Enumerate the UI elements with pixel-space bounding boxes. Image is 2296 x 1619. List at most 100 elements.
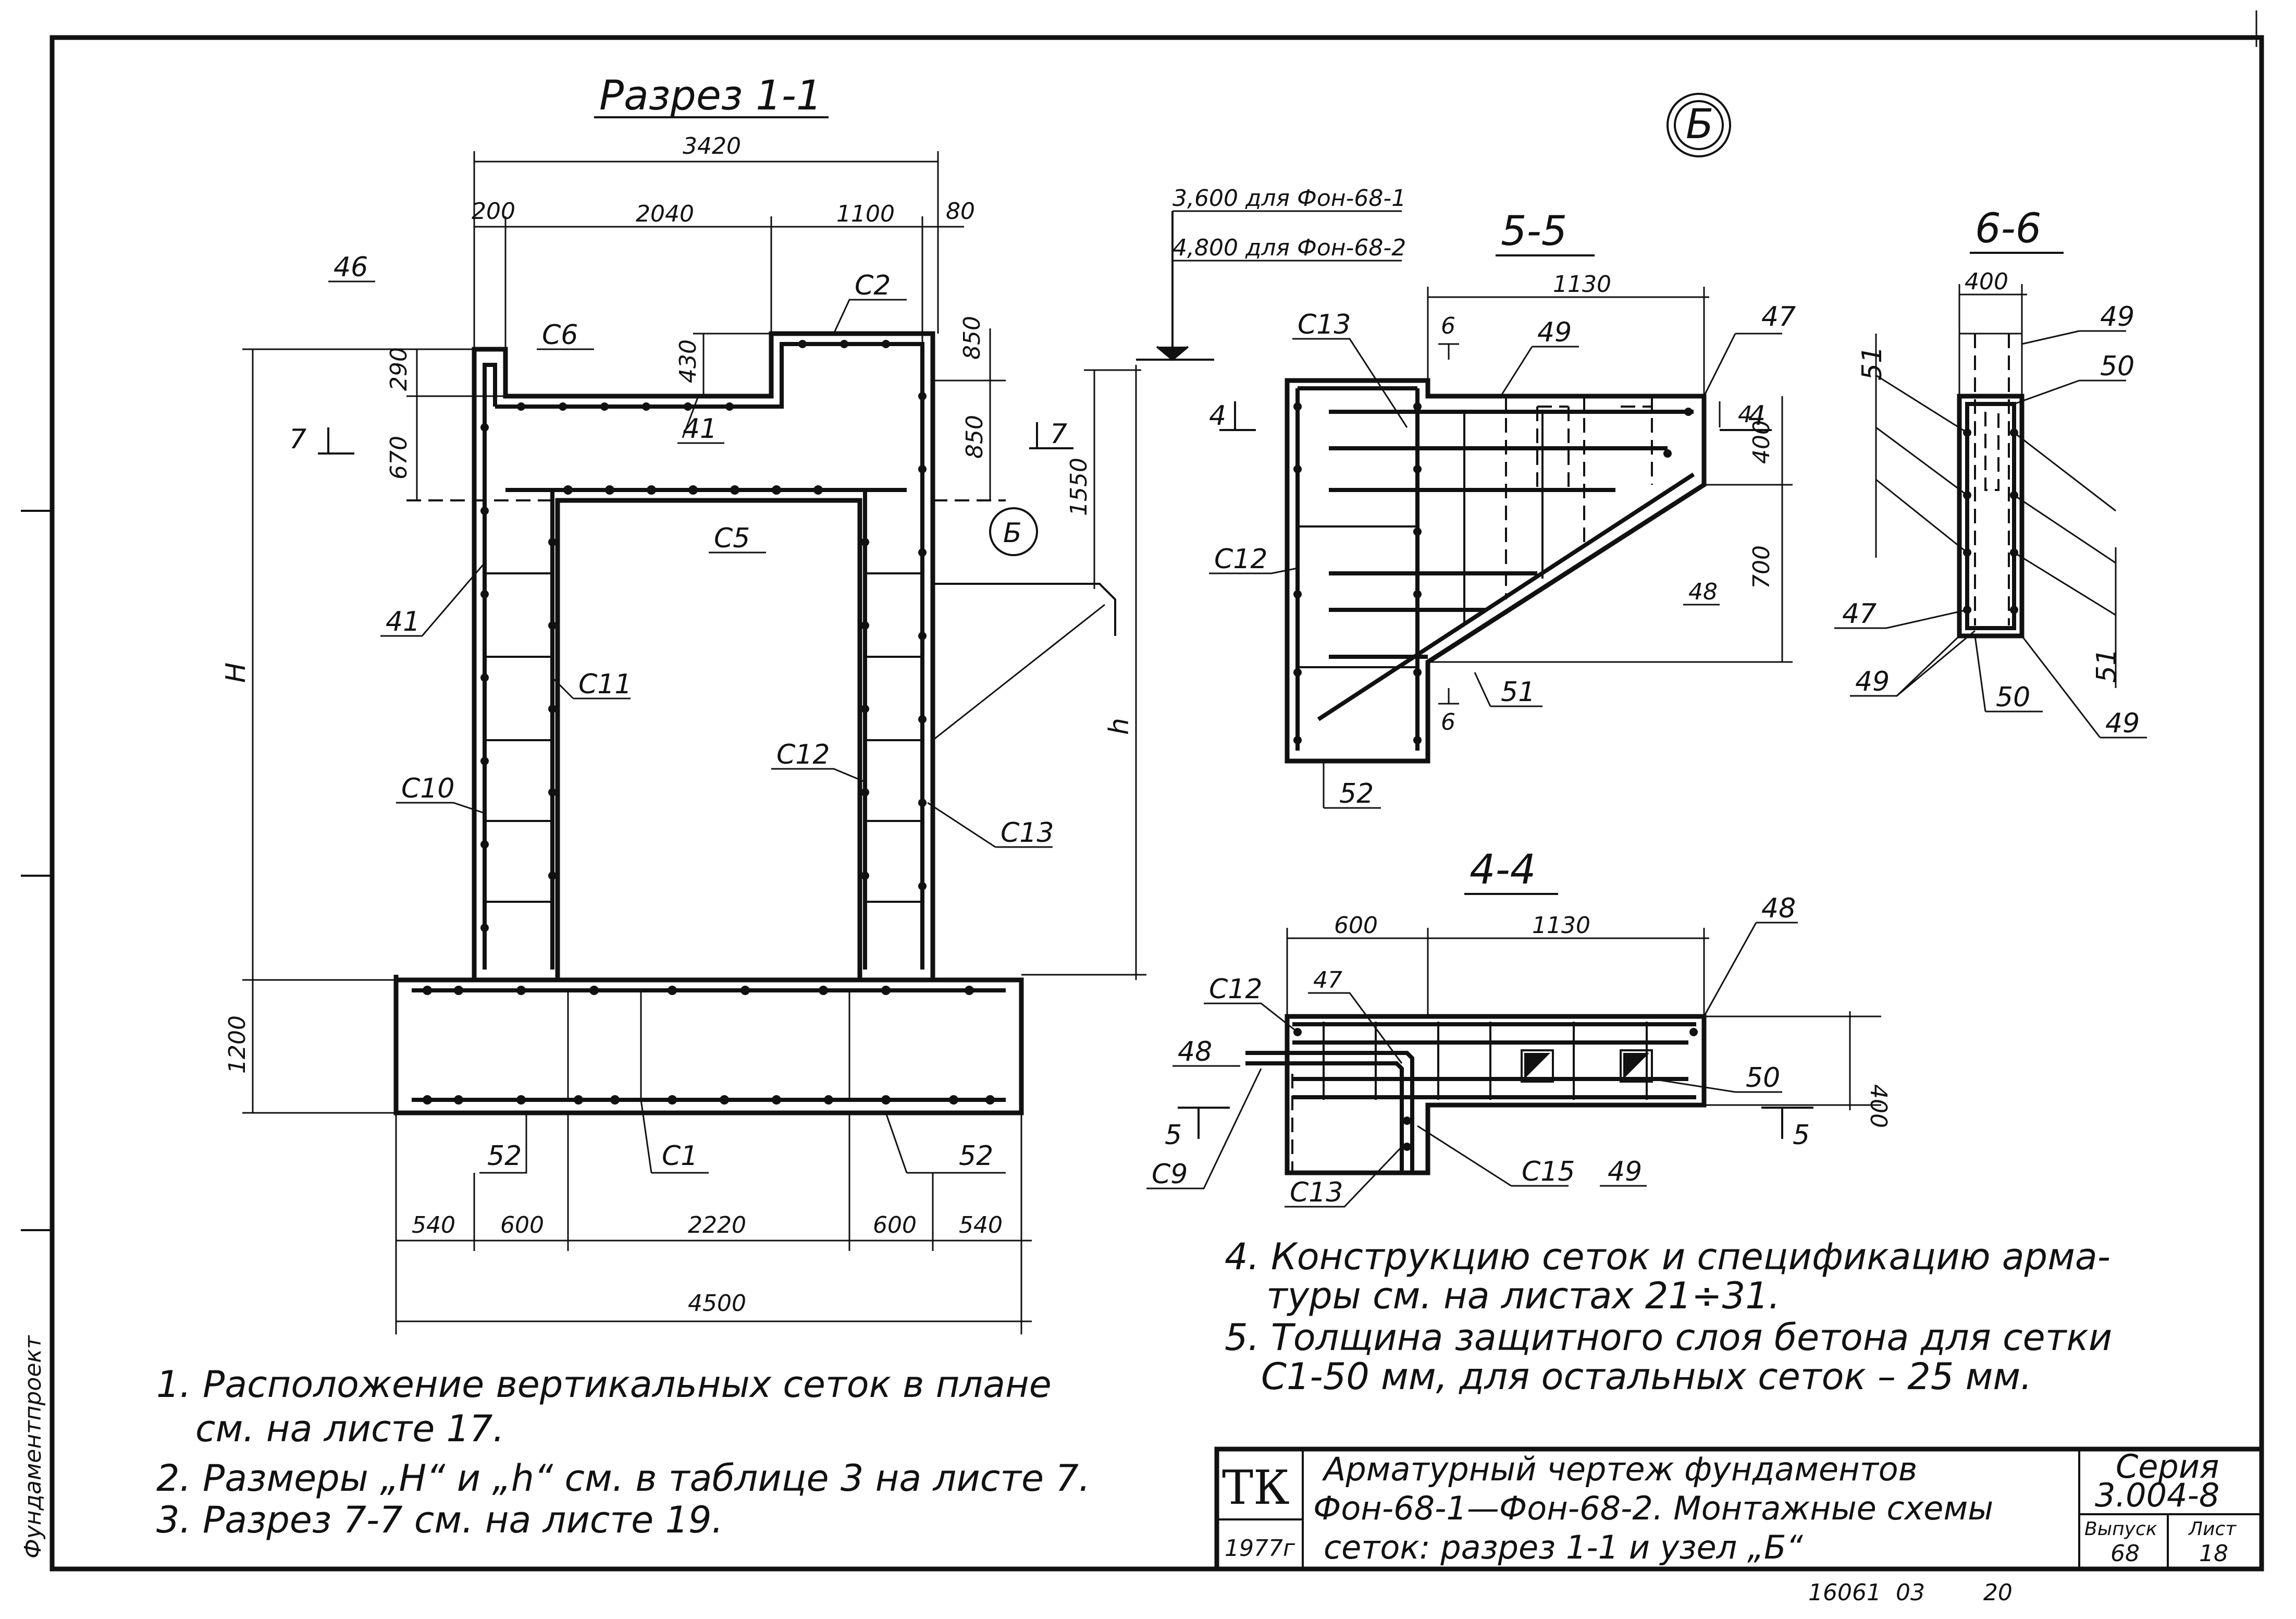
section-6-6-outline <box>1957 394 2025 639</box>
mark-c13: С13 <box>1001 817 1054 849</box>
mark-41-left: 41 <box>386 606 420 637</box>
dim-5-5-6-bottom: 6 <box>1441 709 1455 735</box>
mark-c2: С2 <box>855 270 891 301</box>
mark-5-5-c12: С12 <box>1214 544 1267 575</box>
dim-5-5-400: 400 <box>1748 420 1775 464</box>
title-block: ТК 1977г Арматурный чертеж фундаментов Ф… <box>1214 1446 2264 1572</box>
section-5-5-title: 5-5 <box>1501 208 1567 255</box>
cut-4-right: 4 <box>1748 400 1766 432</box>
note-5: 5. Толщина защитного слоя бетона для сет… <box>1225 1316 2112 1359</box>
cut-7-right: 7 <box>1050 419 1067 450</box>
dimensions-right: 430 850 850 1550 h <box>675 316 1146 980</box>
dim-3420: 3420 <box>683 133 741 160</box>
dimensions-bottom: 540 600 2220 600 540 4500 <box>395 1113 1032 1334</box>
dim-200: 200 <box>472 198 515 225</box>
section-1-1-outline <box>393 331 1024 1115</box>
level-4800: 4,800 для Фон-68-2 <box>1172 235 1406 261</box>
mark-6-6-51-right: 51 <box>2091 648 2122 683</box>
mark-4-4-c9: С9 <box>1152 1159 1188 1190</box>
dim-540-right: 540 <box>959 1212 1003 1238</box>
section-6-6-title: 6-6 <box>1975 205 2041 252</box>
mark-6-6-49-left: 49 <box>1855 666 1890 697</box>
mark-4-4-c12: С12 <box>1209 974 1262 1005</box>
dim-5-5-700: 700 <box>1748 545 1775 589</box>
stamp-sheet: 18 <box>2199 1540 2228 1567</box>
mark-4-4-47: 47 <box>1313 967 1342 994</box>
mark-c1: С1 <box>662 1140 698 1172</box>
cut-4-left: 4 <box>1209 400 1226 432</box>
dim-850-top: 850 <box>959 316 985 360</box>
mark-52-left: 52 <box>487 1140 522 1172</box>
cut-7-left: 7 <box>289 424 306 455</box>
dim-80: 80 <box>946 198 975 225</box>
node-b: Б 3,600 для Фон-68-1 4,800 для Фон-68-2 <box>1136 93 1731 361</box>
mark-6-6-50-top: 50 <box>2100 351 2134 382</box>
mark-4-4-49: 49 <box>1608 1156 1642 1187</box>
dimensions-top: 3420 200 2040 1100 80 <box>472 133 975 396</box>
level-3600: 3,600 для Фон-68-1 <box>1172 185 1406 212</box>
side-text: Фундаментпроект <box>20 1335 46 1559</box>
mark-6-6-51-left: 51 <box>1857 346 1888 381</box>
node-b-label: Б <box>1686 101 1714 148</box>
dim-5-5-4: 4 <box>1738 401 1752 428</box>
stamp-title-1: Арматурный чертеж фундаментов <box>1322 1450 1917 1488</box>
mark-4-4-48-left: 48 <box>1178 1036 1212 1068</box>
mark-4-4-c15: С15 <box>1522 1156 1575 1187</box>
note-1-cont: см. на листе 17. <box>195 1407 504 1450</box>
mark-5-5-47: 47 <box>1761 301 1796 333</box>
sheet-frame: Фундаментпроект <box>20 10 2264 1572</box>
section-4-4-title: 4-4 <box>1470 847 1536 893</box>
dim-5-5-1130: 1130 <box>1553 271 1611 298</box>
stamp-year: 1977г <box>1225 1535 1295 1562</box>
mark-41-top: 41 <box>683 413 717 445</box>
mark-5-5-51: 51 <box>1501 677 1535 708</box>
dim-2040: 2040 <box>636 201 694 227</box>
note-4: 4. Конструкцию сеток и спецификацию арма… <box>1225 1235 2110 1278</box>
mark-c12: С12 <box>776 739 830 770</box>
stamp-title-3: сеток: разрез 1-1 и узел „Б“ <box>1324 1528 1804 1566</box>
rebar-dots <box>423 340 995 1105</box>
dim-4500: 4500 <box>688 1290 746 1317</box>
dim-5-5-6-top: 6 <box>1441 313 1455 339</box>
section-5-5: 5-5 1130 6 4 400 700 6 С13 49 47 С12 <box>1209 208 1796 810</box>
mark-c10: С10 <box>401 773 454 804</box>
section-1-1: Разрез 1-1 <box>220 72 1146 1334</box>
node-callout <box>989 507 1038 556</box>
dim-4-4-1130: 1130 <box>1532 912 1590 939</box>
mark-46: 46 <box>334 252 368 283</box>
stamp-issue-label: Выпуск <box>2084 1518 2157 1540</box>
section-4-4-outline <box>1285 1014 1707 1175</box>
note-1: 1. Расположение вертикальных сеток в пла… <box>156 1363 1052 1406</box>
dim-1100: 1100 <box>836 201 895 227</box>
mark-5-5-52: 52 <box>1339 778 1374 810</box>
node-callout-label: Б <box>1003 518 1022 549</box>
notes-left: 1. Расположение вертикальных сеток в пла… <box>156 1363 1090 1541</box>
dim-600-right: 600 <box>873 1212 917 1238</box>
dimensions-left: 290 670 H 1200 <box>220 347 558 1114</box>
note-2: 2. Размеры „H“ и „h“ см. в таблице 3 на … <box>156 1457 1090 1500</box>
stamp-sheet-label: Лист <box>2188 1518 2237 1540</box>
section-4-4: 4-4 600 1130 400 48 С12 47 48 50 С9 <box>1146 847 1892 1208</box>
mark-4-4-48-top: 48 <box>1761 893 1796 924</box>
mark-c5: С5 <box>714 523 750 554</box>
footer-code: 16061 03 20 <box>1808 1579 2013 1606</box>
dim-h: h <box>1104 718 1135 735</box>
note-4-cont: туры см. на листах 21÷31. <box>1266 1274 1780 1317</box>
section-1-1-marks: 46 С6 С2 41 С5 41 С11 С10 С12 С13 52 С1 <box>328 252 1105 1174</box>
mark-6-6-49-right: 49 <box>2105 708 2140 739</box>
mark-4-4-50: 50 <box>1746 1062 1780 1094</box>
mark-c11: С11 <box>578 669 632 700</box>
cut-5-right: 5 <box>1793 1120 1810 1151</box>
mark-52-right: 52 <box>959 1140 993 1172</box>
cut-7-7: 7 7 <box>289 419 1073 455</box>
stamp-issue: 68 <box>2110 1540 2140 1567</box>
mark-5-5-48: 48 <box>1688 579 1718 605</box>
dim-4-4-600: 600 <box>1334 912 1378 939</box>
stamp-series-label: Серия <box>2116 1448 2219 1486</box>
dim-430: 430 <box>675 339 701 383</box>
dim-540-left: 540 <box>412 1212 455 1238</box>
dim-H: H <box>220 663 252 683</box>
dim-600-left: 600 <box>500 1212 544 1238</box>
section-5-5-outline <box>1285 378 1707 764</box>
stamp-series: 3.004-8 <box>2095 1476 2219 1514</box>
